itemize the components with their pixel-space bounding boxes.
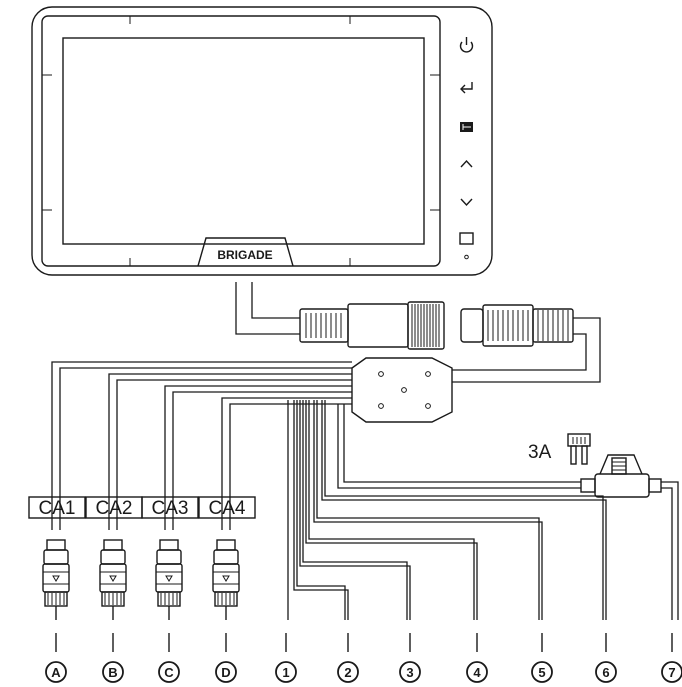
marker-label: 1 [282,665,289,680]
camera-connector: CA3 [141,496,199,620]
marker-label: 6 [602,665,609,680]
marker-label: 3 [406,665,413,680]
camera-label: CA3 [152,498,189,519]
wire-marker: D [215,633,237,683]
enter-icon[interactable] [460,82,473,94]
wire-marker: 2 [337,633,359,683]
io-wires [287,400,679,620]
wire-marker: B [102,633,124,683]
fuse-label: 3A [528,442,552,463]
fuse-icon [567,433,591,465]
brand-logo: BRIGADE [217,248,272,262]
marker-label: D [221,665,230,680]
wire-marker: 6 [595,633,617,683]
wire-markers: A B C D 1 2 3 4 5 6 7 [45,633,682,683]
camera-connector: CA2 [85,496,143,620]
marker-label: 5 [538,665,545,680]
camera-connector: CA1 [28,496,86,620]
camera-label: CA2 [96,498,133,519]
marker-label: 4 [473,665,481,680]
power-icon[interactable] [459,37,474,53]
menu-icon[interactable] [460,122,473,132]
marker-label: 7 [668,665,675,680]
wire-marker: 3 [399,633,421,683]
wire-marker: 1 [275,633,297,683]
up-chevron-icon[interactable] [460,159,473,168]
monitor-connector [235,282,601,383]
splitter-box [351,357,453,423]
wire-marker: C [158,633,180,683]
mode-icon[interactable] [459,232,474,245]
camera-wires [51,361,352,530]
marker-label: 2 [344,665,351,680]
camera-label: CA4 [209,498,246,519]
monitor: BRIGADE [31,6,493,276]
fuse-holder: 3A [528,433,662,498]
down-chevron-icon[interactable] [460,198,473,207]
wire-marker: A [45,633,67,683]
wire-marker: 5 [531,633,553,683]
camera-label: CA1 [39,498,76,519]
status-led [464,254,469,260]
wire-marker: 4 [466,633,488,683]
wire-marker: 7 [661,633,682,683]
camera-connectors: CA1 CA2 CA3 CA4 [28,496,256,620]
marker-label: B [108,665,117,680]
marker-label: C [164,665,174,680]
camera-connector: CA4 [198,496,256,620]
marker-label: A [51,665,61,680]
